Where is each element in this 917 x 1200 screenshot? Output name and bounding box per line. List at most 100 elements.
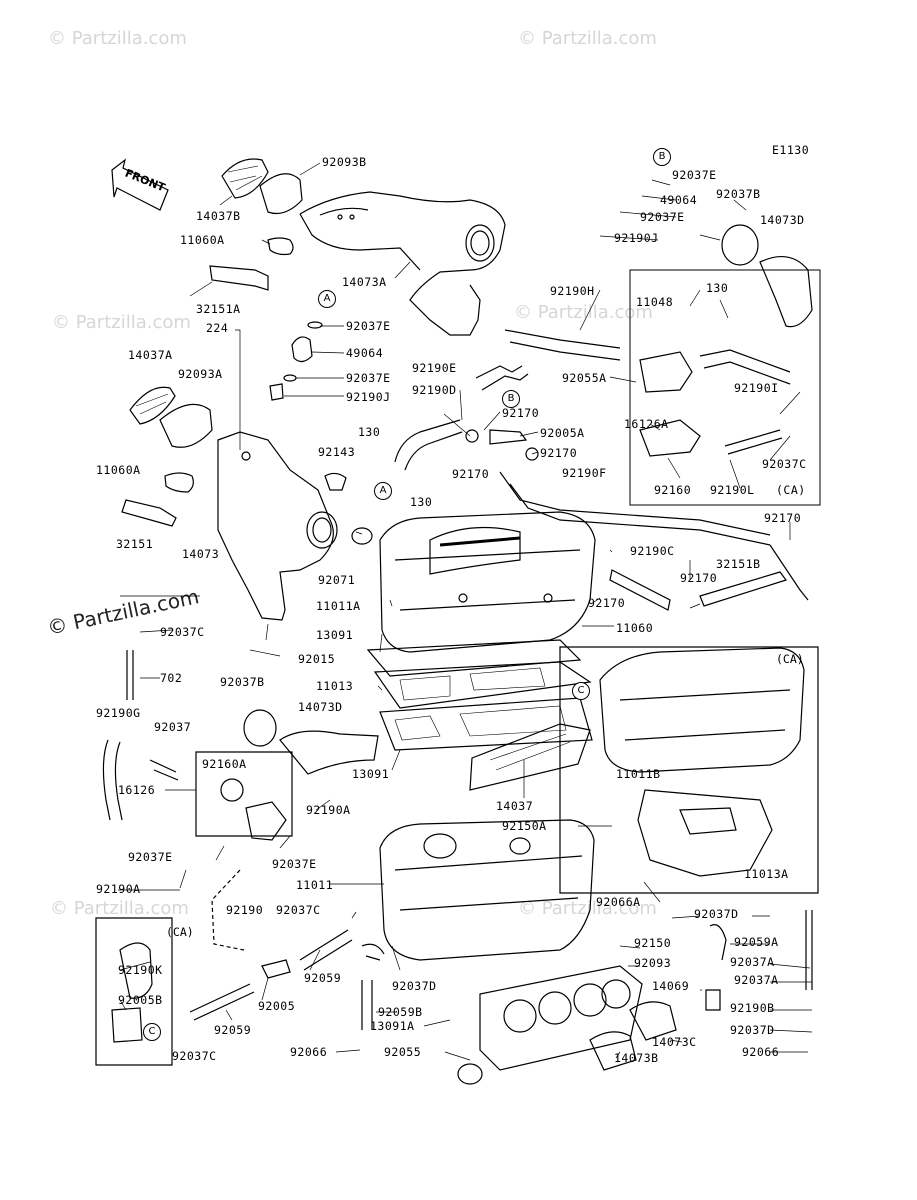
part-label: 92015 bbox=[298, 652, 336, 666]
part-label: 92150A bbox=[502, 819, 547, 833]
part-label: 92160 bbox=[654, 483, 692, 497]
box-92160a bbox=[195, 751, 293, 837]
part-label: 92037A bbox=[730, 955, 775, 969]
ca-box-upper bbox=[629, 269, 821, 506]
holder-92093 bbox=[479, 965, 643, 1071]
part-label: 92055A bbox=[562, 371, 607, 385]
part-label: 92037D bbox=[694, 907, 739, 921]
part-label: 702 bbox=[160, 671, 183, 685]
part-label: 14073D bbox=[298, 700, 343, 714]
part-label: 92190J bbox=[346, 390, 391, 404]
callout-a: A bbox=[318, 290, 336, 308]
screen-14037a bbox=[129, 386, 176, 425]
part-label: 11013 bbox=[316, 679, 354, 693]
part-label: 11011A bbox=[316, 599, 361, 613]
valve-49064 bbox=[291, 336, 313, 363]
part-label: 92190G bbox=[96, 706, 141, 720]
part-label: 92170 bbox=[680, 571, 718, 585]
hose-702 bbox=[126, 650, 134, 700]
hose-92059 bbox=[299, 929, 353, 971]
part-label: 92037 bbox=[154, 720, 192, 734]
part-label: 92190C bbox=[630, 544, 675, 558]
part-label: 92066 bbox=[742, 1045, 780, 1059]
valve-92160a bbox=[245, 801, 287, 841]
part-label: 92190B bbox=[730, 1001, 775, 1015]
part-label: 92190I bbox=[734, 381, 779, 395]
part-label: 16126 bbox=[118, 783, 156, 797]
part-label: 92071 bbox=[318, 573, 356, 587]
part-label: 92190J bbox=[614, 231, 659, 245]
region-label-ca: (CA) bbox=[776, 652, 804, 666]
part-label: 92170 bbox=[588, 596, 626, 610]
cover-11011b bbox=[599, 647, 805, 773]
part-label: 92066A bbox=[596, 895, 641, 909]
part-label: 92037D bbox=[730, 1023, 775, 1037]
cover-11011a bbox=[379, 511, 596, 653]
airbox-11011 bbox=[379, 819, 595, 961]
watermark: © Partzilla.com bbox=[518, 28, 657, 49]
watermark: © Partzilla.com bbox=[518, 898, 657, 919]
part-label: 92037C bbox=[276, 903, 321, 917]
part-label: 11060A bbox=[180, 233, 225, 247]
part-label: 92037C bbox=[762, 457, 807, 471]
part-label: 92037C bbox=[172, 1049, 217, 1063]
part-label: 92059 bbox=[304, 971, 342, 985]
air-duct-14073a bbox=[299, 191, 506, 336]
part-label: 92190A bbox=[96, 882, 141, 896]
callout-b: B bbox=[653, 148, 671, 166]
part-label: 92190A bbox=[306, 803, 351, 817]
callout-b: B bbox=[502, 390, 520, 408]
part-label: 130 bbox=[706, 281, 729, 295]
part-label: 92005A bbox=[540, 426, 585, 440]
seal-13091-lower bbox=[379, 697, 593, 751]
front-arrow-icon bbox=[111, 158, 169, 211]
watermark: © Partzilla.com bbox=[514, 302, 653, 323]
part-label: 92190K bbox=[118, 963, 163, 977]
part-label: 14073 bbox=[182, 547, 220, 561]
part-label: 92037D bbox=[392, 979, 437, 993]
part-label: 92190F bbox=[562, 466, 607, 480]
part-label: 92143 bbox=[318, 445, 356, 459]
air-duct-14073 bbox=[217, 431, 334, 621]
part-label: 224 bbox=[206, 321, 229, 335]
part-label: 92150 bbox=[634, 936, 672, 950]
element-11013 bbox=[373, 661, 592, 709]
pipe-32151 bbox=[121, 499, 177, 527]
part-label: 32151 bbox=[116, 537, 154, 551]
ca-box-right bbox=[559, 646, 819, 894]
part-label: 92190D bbox=[412, 383, 457, 397]
part-label: 14073B bbox=[614, 1051, 659, 1065]
part-label: 32151A bbox=[196, 302, 241, 316]
part-label: 92005B bbox=[118, 993, 163, 1007]
part-label: 14037A bbox=[128, 348, 173, 362]
part-label: 92093A bbox=[178, 367, 223, 381]
callout-a: A bbox=[374, 482, 392, 500]
part-label: 92037B bbox=[716, 187, 761, 201]
part-label: 92170 bbox=[502, 406, 540, 420]
part-label: 92170 bbox=[764, 511, 802, 525]
part-label: 11060 bbox=[616, 621, 654, 635]
part-label: 92037E bbox=[640, 210, 685, 224]
part-label: 92037E bbox=[672, 168, 717, 182]
part-label: 14073C bbox=[652, 1035, 697, 1049]
part-label: 92190H bbox=[550, 284, 595, 298]
screen-14037 bbox=[469, 723, 591, 791]
hose-92190g bbox=[102, 739, 123, 821]
part-label: 92037E bbox=[346, 371, 391, 385]
part-label: 11011 bbox=[296, 878, 334, 892]
part-label: 130 bbox=[410, 495, 433, 509]
part-label: 49064 bbox=[346, 346, 384, 360]
part-label: 92170 bbox=[540, 446, 578, 460]
part-label: 16126A bbox=[624, 417, 669, 431]
watermark: © Partzilla.com bbox=[50, 898, 189, 919]
part-label: 92170 bbox=[452, 467, 490, 481]
part-label: 11013A bbox=[744, 867, 789, 881]
part-label: 92037E bbox=[346, 319, 391, 333]
seal-13091 bbox=[366, 639, 582, 677]
ca-box-lower bbox=[95, 917, 173, 1066]
part-label: 92055 bbox=[384, 1045, 422, 1059]
part-label: 92160A bbox=[202, 757, 247, 771]
valve-16126a bbox=[639, 351, 693, 393]
part-label: 14073D bbox=[760, 213, 805, 227]
